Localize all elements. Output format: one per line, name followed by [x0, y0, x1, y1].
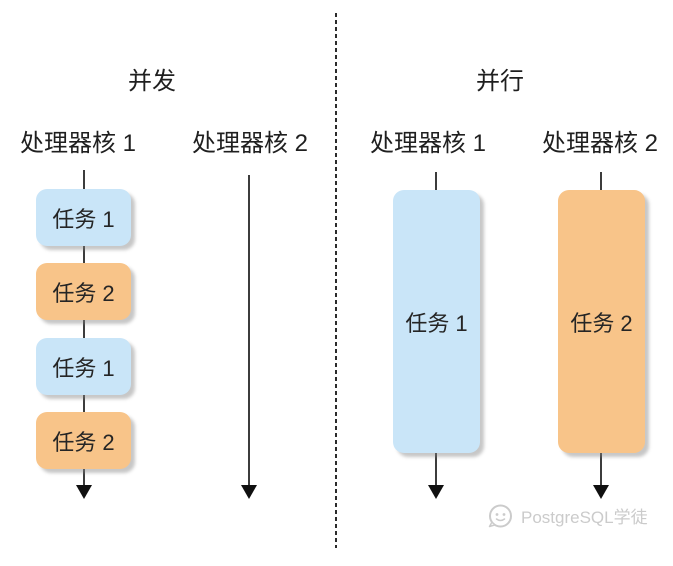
- right-section-title: 并行: [476, 68, 524, 95]
- left-core2-timeline-line: [248, 175, 250, 486]
- wechat-official-account-icon: [488, 504, 512, 528]
- left-section-title: 并发: [128, 68, 176, 95]
- right-core1-label: 处理器核 1: [369, 130, 487, 157]
- task-box: 任务 2: [36, 263, 131, 320]
- task-box: 任务 2: [558, 190, 645, 453]
- left-core2-arrowhead-icon: [241, 485, 257, 499]
- task-box: 任务 1: [36, 189, 131, 246]
- watermark: PostgreSQL学徒: [487, 502, 648, 529]
- task-label: 任务 2: [570, 310, 633, 336]
- task-label: 任务 2: [52, 429, 115, 455]
- task-label: 任务 1: [52, 206, 115, 232]
- left-core1-timeline-line: [83, 170, 85, 486]
- left-core1-arrowhead-icon: [76, 485, 92, 499]
- left-core2-label: 处理器核 2: [191, 130, 309, 157]
- task-box: 任务 1: [36, 338, 131, 395]
- dashed-divider-line: [335, 13, 337, 548]
- task-box: 任务 2: [36, 412, 131, 469]
- task-label: 任务 2: [52, 280, 115, 306]
- task-label: 任务 1: [52, 355, 115, 381]
- task-label: 任务 1: [405, 310, 468, 336]
- right-core2-arrowhead-icon: [593, 485, 609, 499]
- left-core1-label: 处理器核 1: [19, 130, 137, 157]
- task-box: 任务 1: [393, 190, 480, 453]
- right-core2-label: 处理器核 2: [541, 130, 659, 157]
- watermark-text: PostgreSQL学徒: [521, 508, 648, 527]
- right-core1-arrowhead-icon: [428, 485, 444, 499]
